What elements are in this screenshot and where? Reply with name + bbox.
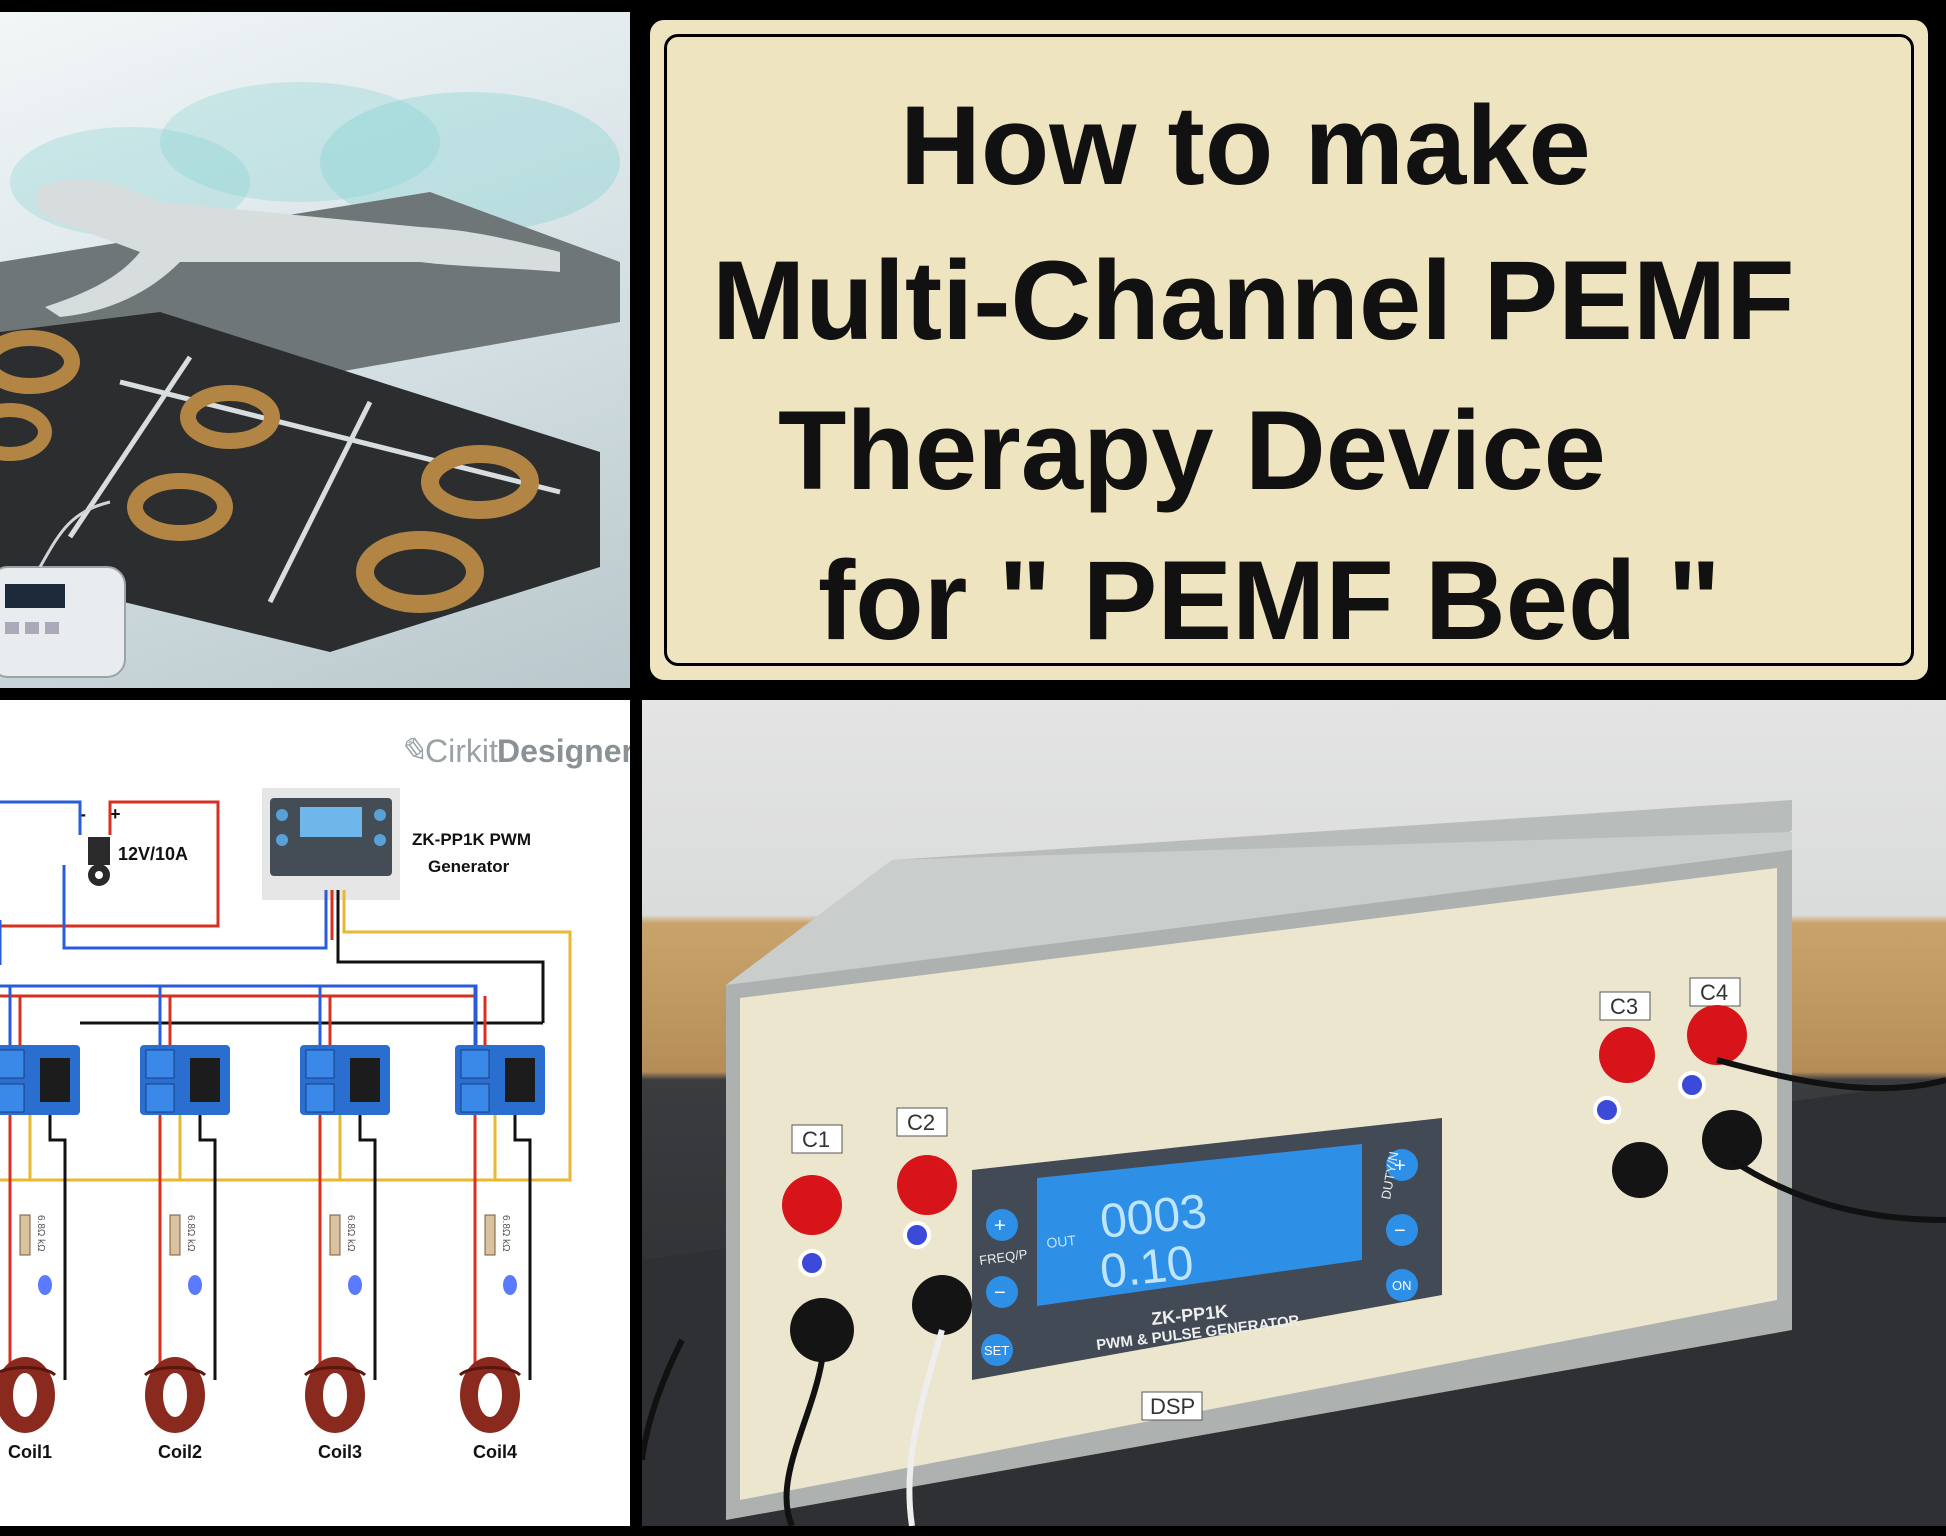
title-line-2: Multi-Channel PEMF	[712, 238, 1795, 363]
wiring-schematic: ✎ Cirkit Designer - + 12V/10A ZK-PP1K PW…	[0, 700, 630, 1526]
led-icon	[503, 1275, 517, 1295]
resistor	[484, 1214, 496, 1256]
led-icon	[38, 1275, 52, 1295]
coil-label: Coil1	[8, 1442, 52, 1462]
led-icon	[348, 1275, 362, 1295]
pemf-bed-drawing	[0, 82, 620, 678]
power-minus: -	[80, 804, 86, 824]
plus-icon: +	[994, 1215, 1006, 1237]
device-drawing: 0003 0.10 OUT ZK-PP1K PWM & PULSE GENERA…	[642, 800, 1946, 1526]
title-line-4: for " PEMF Bed "	[818, 538, 1721, 663]
led-icon	[188, 1275, 202, 1295]
coil-label: Coil3	[318, 1442, 362, 1462]
label-c3: C3	[1610, 994, 1638, 1019]
coil-label: Coil2	[158, 1442, 202, 1462]
lcd-out: OUT	[1046, 1232, 1078, 1251]
pen-icon: ✎	[398, 732, 427, 770]
minus-icon: −	[1394, 1220, 1406, 1242]
lcd-line-1: 0003	[1098, 1185, 1210, 1249]
resistor	[19, 1214, 31, 1256]
module-name-1: ZK-PP1K PWM	[412, 830, 531, 849]
label-dsp: DSP	[1150, 1394, 1195, 1419]
c1-black-jack[interactable]	[790, 1298, 854, 1362]
c4-red-jack[interactable]	[1687, 1005, 1747, 1065]
title-line-3: Therapy Device	[778, 388, 1606, 513]
schematic-drawing: ✎ Cirkit Designer - + 12V/10A ZK-PP1K PW…	[0, 732, 630, 1462]
c3-black-jack[interactable]	[1612, 1142, 1668, 1198]
c1-red-jack[interactable]	[782, 1175, 842, 1235]
power-label: 12V/10A	[118, 844, 188, 864]
label-c4: C4	[1700, 980, 1728, 1005]
on-button[interactable]	[1386, 1269, 1418, 1301]
resistor-label: 6.8Ω kΩ	[500, 1215, 511, 1252]
duty-plus-button[interactable]	[1386, 1149, 1418, 1181]
freq-plus-button[interactable]	[986, 1209, 1018, 1241]
lcd-line-2: 0.10	[1098, 1236, 1196, 1298]
freq-label: FREQ/P	[978, 1246, 1028, 1268]
resistor-label: 6.8Ω kΩ	[35, 1215, 46, 1252]
c2-red-jack[interactable]	[897, 1155, 957, 1215]
title-card: How to make Multi-Channel PEMF Therapy D…	[642, 12, 1936, 688]
freq-minus-button[interactable]	[986, 1276, 1018, 1308]
c3-led	[1593, 1096, 1621, 1124]
resistor	[169, 1214, 181, 1256]
label-c2: C2	[907, 1110, 935, 1135]
set-label: SET	[984, 1343, 1009, 1358]
coil-mat	[0, 312, 600, 652]
coil-label: Coil4	[473, 1442, 517, 1462]
label-c1: C1	[802, 1127, 830, 1152]
resistor-label: 6.8Ω kΩ	[345, 1215, 356, 1252]
on-label: ON	[1392, 1278, 1412, 1293]
title-line-1: How to make	[900, 83, 1591, 208]
brand-designer: Designer	[497, 733, 630, 769]
module-name-2: Generator	[428, 857, 510, 876]
power-jack-icon	[88, 837, 110, 865]
device-photo: 0003 0.10 OUT ZK-PP1K PWM & PULSE GENERA…	[642, 700, 1946, 1526]
c4-black-jack[interactable]	[1702, 1110, 1762, 1170]
plus-icon: +	[1394, 1155, 1406, 1177]
minus-icon: −	[994, 1282, 1006, 1304]
lcd-display	[1037, 1144, 1362, 1306]
duty-minus-button[interactable]	[1386, 1214, 1418, 1246]
c2-black-jack[interactable]	[912, 1275, 972, 1335]
c3-red-jack[interactable]	[1599, 1027, 1655, 1083]
c1-led	[798, 1249, 826, 1277]
resistor-label: 6.8Ω kΩ	[185, 1215, 196, 1252]
brand-cirkit: Cirkit	[425, 733, 498, 769]
resistor	[329, 1214, 341, 1256]
power-plus: +	[110, 804, 121, 824]
set-button[interactable]	[981, 1334, 1013, 1366]
c4-led	[1678, 1071, 1706, 1099]
pemf-bed-illustration	[0, 12, 630, 688]
human-figure	[36, 179, 560, 317]
c2-led	[903, 1221, 931, 1249]
